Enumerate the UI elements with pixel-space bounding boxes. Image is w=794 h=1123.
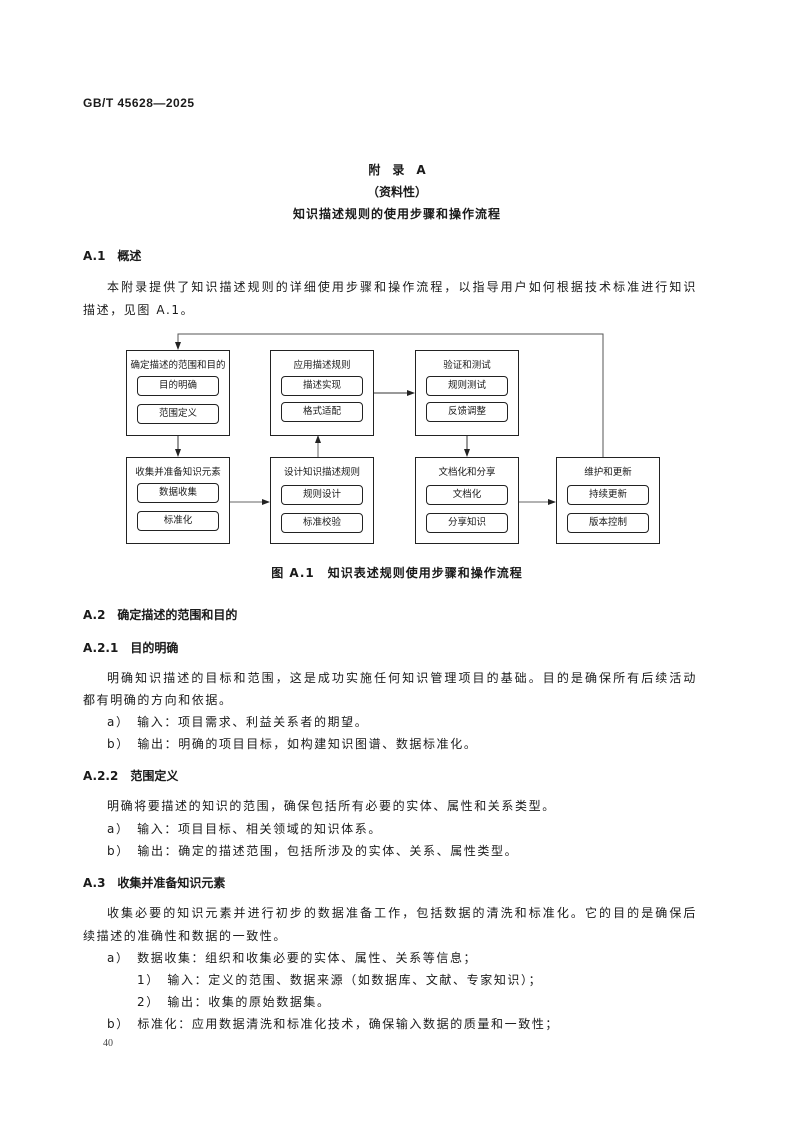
- page-number: 40: [103, 1038, 113, 1049]
- flow-item: 规则设计: [281, 485, 363, 505]
- paragraph-line: 收集必要的知识元素并进行初步的数据准备工作，包括数据的清洗和标准化。它的目的是确…: [107, 906, 697, 920]
- annex-name: 知识描述规则的使用步骤和操作流程: [292, 207, 501, 221]
- flow-box-title: 收集并准备知识元素: [135, 467, 221, 478]
- flow-item: 分享知识: [426, 513, 508, 533]
- flow-box-title: 设计知识描述规则: [283, 467, 360, 478]
- list-item: b） 输出：确定的描述范围，包括所涉及的实体、关系、属性类型。: [107, 844, 519, 858]
- list-item: a） 输入：项目目标、相关领域的知识体系。: [107, 822, 382, 836]
- flow-item: 数据收集: [137, 483, 219, 503]
- paragraph-line: 明确将要描述的知识的范围，确保包括所有必要的实体、属性和关系类型。: [107, 799, 556, 813]
- standard-number: GB/T 45628—2025: [83, 96, 195, 110]
- flow-item: 标准化: [137, 511, 219, 531]
- list-item: b） 输出：明确的项目目标，如构建知识图谱、数据标准化。: [107, 737, 478, 751]
- flow-box-maintain: 维护和更新 持续更新 版本控制: [556, 457, 660, 544]
- paragraph-line: 描述，见图 A.1。: [83, 303, 195, 317]
- figure-caption: 图 A.1 知识表述规则使用步骤和操作流程: [271, 566, 523, 580]
- flow-item: 反馈调整: [426, 402, 508, 422]
- flow-box-verify: 验证和测试 规则测试 反馈调整: [415, 350, 519, 436]
- flow-box-title: 应用描述规则: [293, 360, 351, 371]
- annex-nature: （资料性）: [366, 185, 427, 199]
- flow-box-collect: 收集并准备知识元素 数据收集 标准化: [126, 457, 230, 544]
- flow-item: 目的明确: [137, 376, 219, 396]
- section-heading-a1: A.1 概述: [83, 249, 142, 263]
- flow-box-design: 设计知识描述规则 规则设计 标准校验: [270, 457, 374, 544]
- list-item: a） 数据收集：组织和收集必要的实体、属性、关系等信息；: [107, 951, 478, 965]
- flow-box-title: 维护和更新: [584, 467, 632, 478]
- annex-title: 附 录 A: [368, 163, 426, 177]
- flow-item: 标准校验: [281, 513, 363, 533]
- section-heading-a22: A.2.2 范围定义: [83, 769, 179, 783]
- flow-item: 持续更新: [567, 485, 649, 505]
- flow-item: 规则测试: [426, 376, 508, 396]
- flow-box-document: 文档化和分享 文档化 分享知识: [415, 457, 519, 544]
- flow-box-apply: 应用描述规则 描述实现 格式适配: [270, 350, 374, 436]
- paragraph-line: 明确知识描述的目标和范围，这是成功实施任何知识管理项目的基础。目的是确保所有后续…: [107, 671, 697, 685]
- list-item: a） 输入：项目需求、利益关系者的期望。: [107, 715, 369, 729]
- paragraph-line: 本附录提供了知识描述规则的详细使用步骤和操作流程，以指导用户如何根据技术标准进行…: [107, 280, 697, 294]
- flow-item: 范围定义: [137, 404, 219, 424]
- section-heading-a3: A.3 收集并准备知识元素: [83, 876, 226, 890]
- section-heading-a2: A.2 确定描述的范围和目的: [83, 608, 238, 622]
- list-item: 2） 输出：收集的原始数据集。: [137, 995, 331, 1009]
- flow-item: 描述实现: [281, 376, 363, 396]
- flow-box-title: 确定描述的范围和目的: [130, 360, 226, 371]
- paragraph-line: 续描述的准确性和数据的一致性。: [83, 929, 288, 943]
- list-item: b） 标准化：应用数据清洗和标准化技术，确保输入数据的质量和一致性；: [107, 1017, 560, 1031]
- list-item: 1） 输入：定义的范围、数据来源（如数据库、文献、专家知识）；: [137, 973, 543, 987]
- flow-item: 格式适配: [281, 402, 363, 422]
- flow-box-scope: 确定描述的范围和目的 目的明确 范围定义: [126, 350, 230, 436]
- flow-item: 文档化: [426, 485, 508, 505]
- flow-box-title: 验证和测试: [443, 360, 491, 371]
- flow-box-title: 文档化和分享: [438, 467, 496, 478]
- paragraph-line: 都有明确的方向和依据。: [83, 693, 233, 707]
- flow-item: 版本控制: [567, 513, 649, 533]
- section-heading-a21: A.2.1 目的明确: [83, 641, 179, 655]
